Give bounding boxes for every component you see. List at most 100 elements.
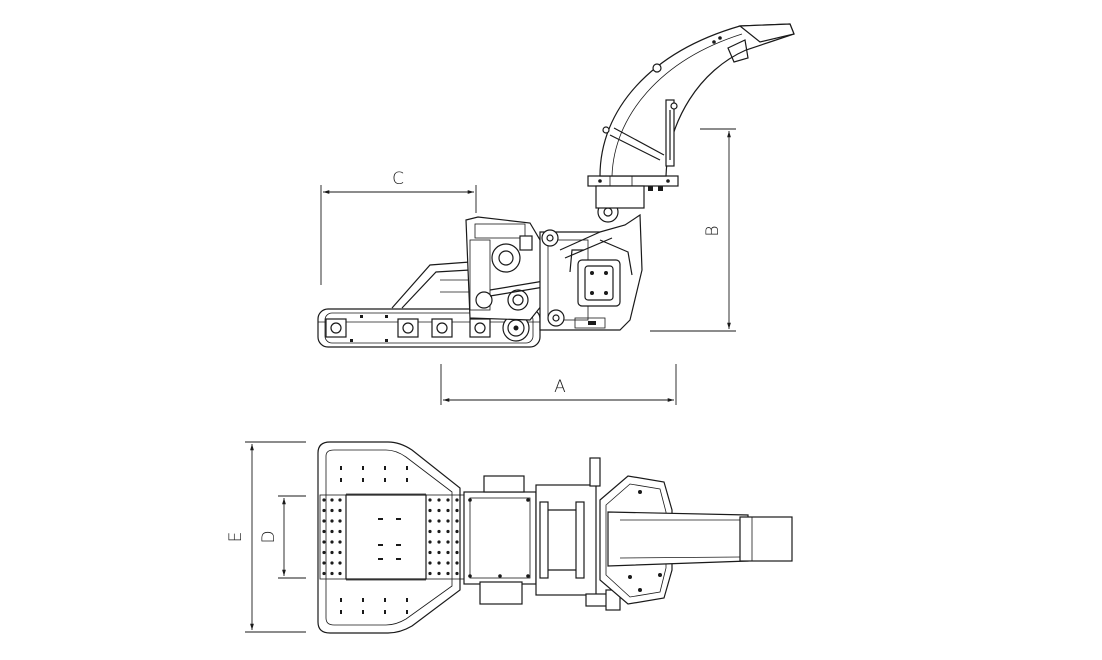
dimension-c-label: C (392, 169, 404, 189)
housing-bolt (526, 574, 530, 578)
housing-bolt (468, 498, 472, 502)
plate-mark (362, 466, 364, 470)
tread-stud (322, 571, 326, 576)
tread-stud (338, 540, 342, 544)
tread-stud (428, 529, 432, 534)
dimension-b-label: B (703, 225, 723, 236)
tread-stud (437, 529, 441, 534)
discharge-chute-top (607, 511, 793, 567)
dimension-a: A (440, 364, 677, 405)
tread-stud (455, 519, 459, 523)
bed-mark (396, 544, 401, 546)
tread-stud (428, 519, 432, 523)
tread-stud (428, 498, 432, 502)
tread-stud (428, 571, 432, 576)
dimension-e: E (226, 441, 306, 633)
tread-stud (437, 550, 441, 555)
plate-mark (362, 478, 364, 482)
tread-stud (322, 540, 326, 544)
tread-stud (446, 519, 450, 523)
plate-mark (406, 610, 408, 614)
tread-stud (437, 571, 441, 576)
tread-stud (455, 550, 459, 555)
tread-stud (322, 519, 326, 523)
tread-stud (437, 498, 441, 502)
tread-stud (338, 571, 342, 576)
tread-stud (322, 498, 326, 502)
bed-mark (396, 558, 401, 560)
dimension-e-label: E (226, 532, 246, 543)
tread-stud (330, 498, 334, 502)
plate-mark (384, 478, 386, 482)
tread-stud (330, 519, 334, 523)
plate-mark (384, 598, 386, 602)
tread-stud (455, 529, 459, 534)
tread-stud (330, 561, 334, 565)
tread-stud (437, 519, 441, 523)
bed-mark (378, 518, 383, 520)
dimension-a-label: A (554, 377, 566, 397)
tread-stud (322, 561, 326, 565)
tread-stud (437, 561, 441, 565)
tread-stud (322, 529, 326, 534)
tread-stud (428, 508, 432, 513)
dimension-d: D (259, 495, 306, 579)
tread-stud (446, 571, 450, 576)
bed-mark (396, 518, 401, 520)
tread-stud (428, 561, 432, 565)
plate-mark (340, 466, 342, 470)
dimension-d-label: D (259, 530, 279, 543)
tread-stud (446, 498, 450, 502)
housing-bolt (468, 574, 472, 578)
tread-stud (437, 508, 441, 513)
tread-stud (455, 508, 459, 513)
tread-stud (455, 561, 459, 565)
plate-mark (384, 466, 386, 470)
track-roller (397, 318, 419, 338)
tread-stud (446, 508, 450, 513)
plate-mark (406, 466, 408, 470)
tread-stud (330, 529, 334, 534)
tread-stud (330, 540, 334, 544)
bed-mark (378, 558, 383, 560)
plate-mark (340, 598, 342, 602)
dimension-c: C (320, 169, 477, 285)
tread-stud (338, 498, 342, 502)
infeed-housing-top (463, 475, 537, 605)
bed-mark (378, 544, 383, 546)
plate-mark (340, 478, 342, 482)
tread-stud (428, 550, 432, 555)
tread-stud (338, 550, 342, 555)
infeed-housing (465, 216, 551, 321)
side-view: C B A (317, 23, 795, 405)
dimension-b: B (650, 128, 736, 332)
detail-layer (322, 466, 530, 614)
tread-stud (446, 550, 450, 555)
track-roller (431, 318, 453, 338)
tread-stud (446, 540, 450, 544)
plate-mark (406, 478, 408, 482)
tread-stud (338, 508, 342, 513)
feed-frame (391, 261, 471, 309)
center-frame-top (535, 457, 621, 611)
track-roller (469, 318, 491, 338)
track-bed (345, 493, 427, 581)
plate-mark (340, 610, 342, 614)
plate-mark (406, 598, 408, 602)
tread-stud (322, 508, 326, 513)
tread-stud (455, 498, 459, 502)
plate-mark (384, 610, 386, 614)
top-view: E D (226, 441, 793, 634)
tread-stud (338, 561, 342, 565)
tread-stud (446, 529, 450, 534)
housing-bolt (526, 498, 530, 502)
discharge-chute (599, 23, 795, 177)
tread-stud (322, 550, 326, 555)
chipper-body (539, 201, 643, 331)
plate-mark (362, 610, 364, 614)
track-roller (325, 318, 347, 338)
housing-bolt (498, 574, 502, 578)
tread-stud (338, 519, 342, 523)
tread-stud (437, 540, 441, 544)
tread-stud (428, 540, 432, 544)
